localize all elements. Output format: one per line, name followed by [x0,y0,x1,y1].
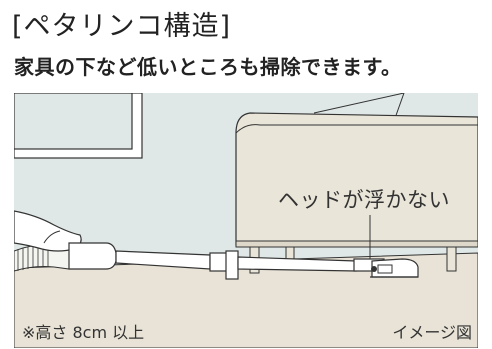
vacuum-illustration [14,93,478,348]
handle [68,242,117,270]
vacuum-head [353,258,419,278]
page-title: [ペタリンコ構造] [12,11,232,42]
picture-frame [14,93,143,159]
floor [14,252,478,348]
page-subtitle: 家具の下など低いところも掃除できます。 [14,55,402,79]
image-note: イメージ図 [392,323,472,342]
height-note: ※高さ 8cm 以上 [22,323,145,342]
pipe-clip [225,250,239,280]
furniture [235,93,478,274]
callout-label: ヘッドが浮かない [278,188,450,212]
